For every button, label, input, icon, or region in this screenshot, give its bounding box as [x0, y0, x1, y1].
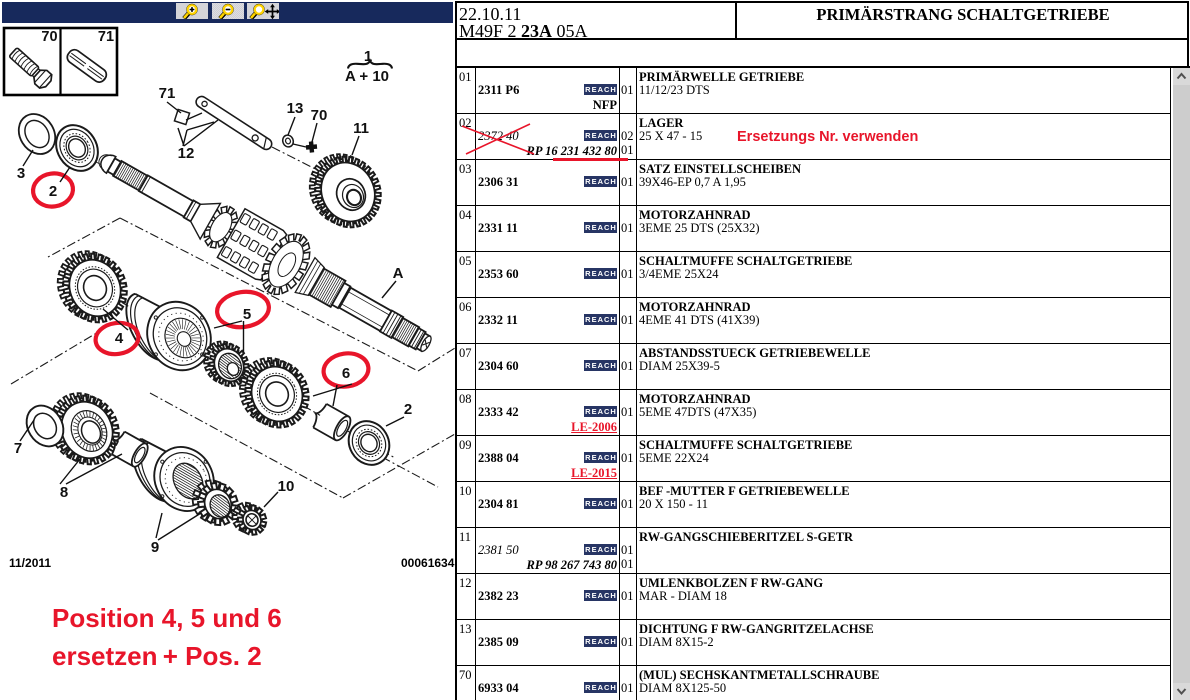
svg-text:5: 5	[243, 306, 251, 323]
svg-text:70: 70	[41, 29, 57, 45]
svg-text:9: 9	[151, 539, 159, 556]
svg-text:A: A	[393, 265, 404, 282]
svg-text:70: 70	[311, 107, 328, 124]
svg-text:3: 3	[17, 165, 25, 182]
svg-text:2: 2	[49, 183, 57, 200]
svg-text:10: 10	[278, 478, 295, 495]
svg-text:1: 1	[364, 48, 372, 65]
svg-text:7: 7	[14, 440, 22, 457]
svg-text:2: 2	[404, 401, 412, 418]
svg-text:71: 71	[159, 85, 176, 102]
svg-text:A + 10: A + 10	[345, 68, 389, 85]
svg-text:71: 71	[98, 29, 114, 45]
svg-text:11: 11	[353, 120, 369, 137]
svg-text:6: 6	[342, 365, 350, 382]
svg-text:13: 13	[287, 100, 304, 117]
svg-text:4: 4	[115, 330, 124, 347]
svg-text:12: 12	[178, 145, 195, 162]
svg-text:8: 8	[60, 484, 68, 501]
